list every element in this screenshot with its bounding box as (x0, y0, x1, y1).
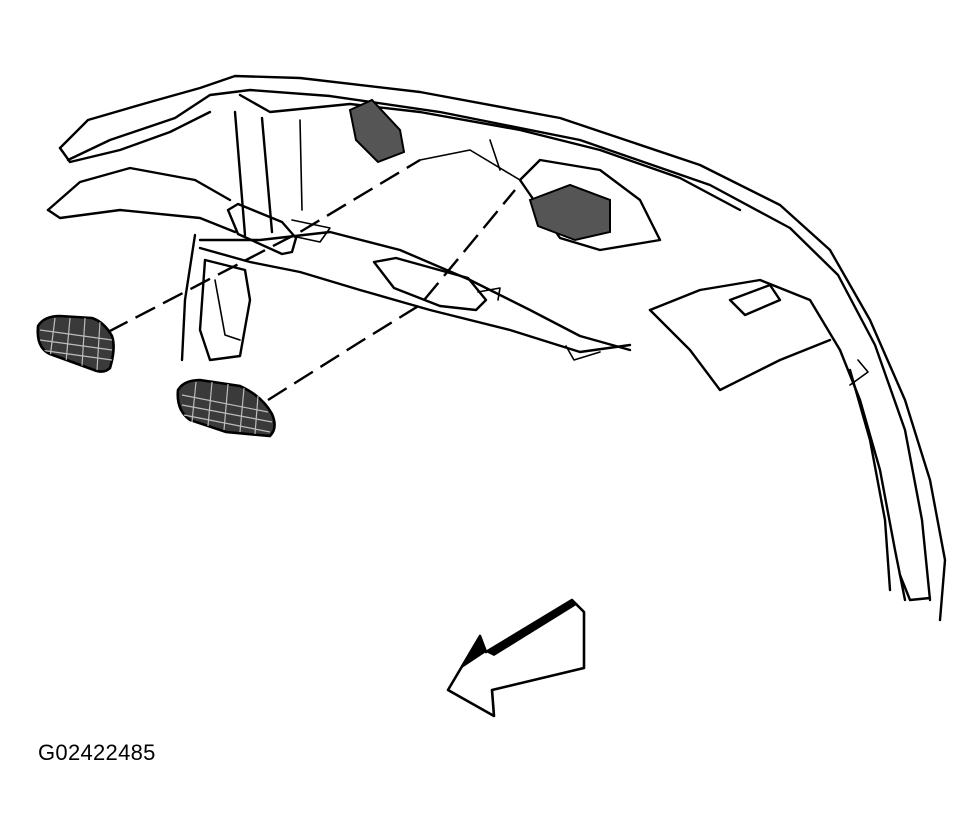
right-vent-grille (176, 378, 276, 438)
vehicle-front-arrow-icon (446, 598, 586, 718)
figure-code-label: G02422485 (38, 740, 156, 765)
installation-guide-lines (107, 158, 516, 402)
installed-upper-grille (348, 98, 611, 242)
left-vent-grille (36, 314, 115, 373)
vehicle-body-outline (46, 74, 947, 622)
